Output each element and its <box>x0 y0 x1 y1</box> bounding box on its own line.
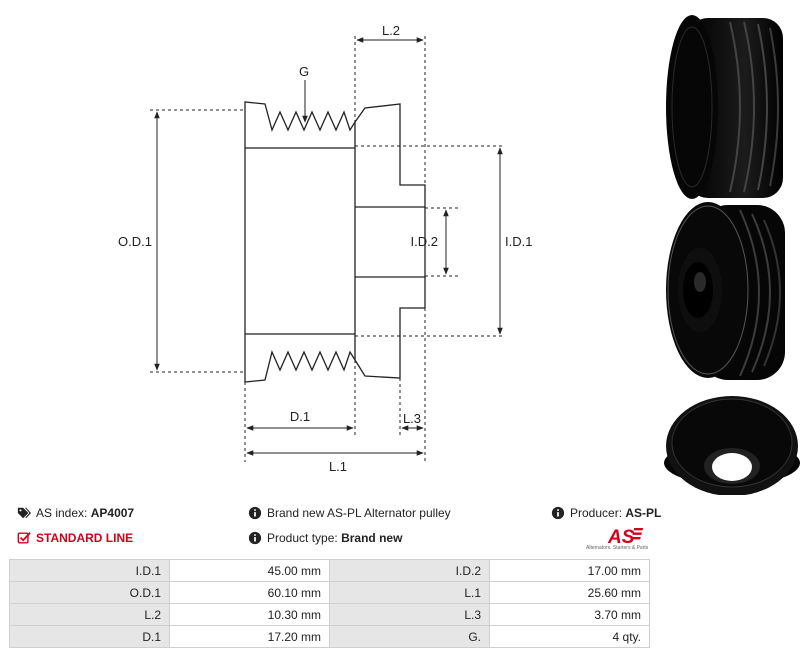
as-index-label: AS index: <box>36 506 88 520</box>
d1-label: D.1 <box>290 409 310 424</box>
as-index: AS index: AP4007 <box>17 505 134 521</box>
product-photos <box>664 15 800 495</box>
standard-line: STANDARD LINE <box>17 530 133 546</box>
spec-label: G. <box>329 625 490 648</box>
spec-value: 4 qty. <box>489 625 650 648</box>
spec-value: 25.60 mm <box>489 581 650 604</box>
spec-label: L.2 <box>9 603 170 626</box>
info-icon <box>551 506 565 520</box>
dimension-lines <box>154 37 503 456</box>
spec-value: 10.30 mm <box>169 603 330 626</box>
spec-label: L.3 <box>329 603 490 626</box>
product-type-value: Brand new <box>341 531 403 545</box>
l1-label: L.1 <box>329 459 347 474</box>
spec-label: I.D.1 <box>9 559 170 582</box>
product-type: Product type: Brand new <box>248 530 402 546</box>
spec-value: 45.00 mm <box>169 559 330 582</box>
info-icon <box>248 531 262 545</box>
spec-value: 17.00 mm <box>489 559 650 582</box>
svg-text:AS: AS <box>607 527 635 547</box>
table-row: I.D.1 45.00 mm I.D.2 17.00 mm <box>9 559 650 582</box>
producer: Producer: AS-PL <box>551 505 661 521</box>
producer-label: Producer: <box>570 506 623 520</box>
info-icon <box>248 506 262 520</box>
g-label: G <box>299 64 309 79</box>
logo-tagline: Alternators, Starters & Parts <box>586 545 649 551</box>
pulley-outline <box>244 101 426 383</box>
l2-label: L.2 <box>382 23 400 38</box>
table-row: D.1 17.20 mm G. 4 qty. <box>9 625 650 648</box>
description: Brand new AS-PL Alternator pulley <box>248 505 451 521</box>
id1-label: I.D.1 <box>505 234 532 249</box>
spec-label: I.D.2 <box>329 559 490 582</box>
pulley-technical-drawing: G L.2 O.D.1 I.D.2 I.D.1 D.1 L.3 L.1 <box>118 23 532 474</box>
checkbox-checked-icon <box>17 532 31 544</box>
table-row: L.2 10.30 mm L.3 3.70 mm <box>9 603 650 626</box>
as-index-value: AP4007 <box>90 506 135 520</box>
product-type-label: Product type: <box>267 531 338 545</box>
spec-value: 17.20 mm <box>169 625 330 648</box>
producer-value: AS-PL <box>625 506 662 520</box>
standard-line-label: STANDARD LINE <box>36 531 134 545</box>
as-pl-logo: AS Alternators, Starters & Parts <box>586 525 656 555</box>
id2-label: I.D.2 <box>411 234 438 249</box>
od1-label: O.D.1 <box>118 234 152 249</box>
spec-label: L.1 <box>329 581 490 604</box>
table-row: O.D.1 60.10 mm L.1 25.60 mm <box>9 581 650 604</box>
spec-label: D.1 <box>9 625 170 648</box>
extension-lines <box>150 36 505 462</box>
pulley-photo-side <box>666 15 783 199</box>
spec-value: 3.70 mm <box>489 603 650 626</box>
spec-label: O.D.1 <box>9 581 170 604</box>
l3-label: L.3 <box>403 411 421 426</box>
pulley-photo-front <box>664 396 800 495</box>
spec-value: 60.10 mm <box>169 581 330 604</box>
specification-table: I.D.1 45.00 mm I.D.2 17.00 mm O.D.1 60.1… <box>9 559 650 648</box>
tags-icon <box>17 507 31 519</box>
pulley-photo-angled <box>666 202 785 380</box>
as-logo-mark: AS <box>607 527 644 548</box>
description-text: Brand new AS-PL Alternator pulley <box>267 506 451 520</box>
